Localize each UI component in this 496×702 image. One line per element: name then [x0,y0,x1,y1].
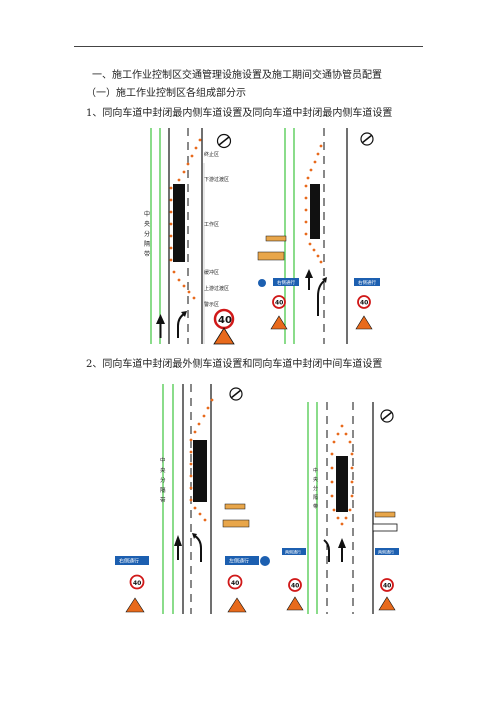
worker-warning-sign-4 [125,597,145,613]
end-restriction-sign-4 [380,409,394,423]
fig1-median-label-left: 中央分隔带 [144,210,150,258]
speed-limit-sign-3: 40 [357,295,371,309]
work-zone-block-2 [310,184,320,239]
chevron-board-1 [257,251,285,261]
worker-warning-sign-1 [213,327,235,345]
speed-limit-sign-5: 40 [227,574,243,590]
svg-text:两侧通行: 两侧通行 [378,549,394,555]
lane-arrows-1 [156,311,187,338]
zone-label-5: 上游过渡区 [204,285,229,292]
svg-text:40: 40 [383,583,391,590]
guide-sign-4: 左侧通行 [225,556,259,565]
zone-label-1: 终止区 [204,151,219,158]
speed-limit-sign-6: 40 [288,578,302,592]
end-restriction-sign-1 [216,133,232,149]
cone-line-1 [169,138,202,300]
svg-text:40: 40 [291,583,299,590]
chevron-board-3 [372,523,398,532]
section-heading: 一、施工作业控制区交通管理设施设置及施工期间交通协管员配置 [92,70,382,81]
work-zone-block-1 [173,184,185,262]
svg-text:40: 40 [133,580,141,587]
lane-arrows-2 [305,269,327,316]
figure-2-diagram: 中央分隔带 右侧通行 左侧通行 40 40 中央分隔带 [115,384,399,614]
barrier-board-3 [374,511,396,518]
speed-limit-sign-2: 40 [272,295,286,309]
worker-warning-sign-5 [227,597,247,613]
worker-warning-sign-2 [270,315,288,330]
svg-text:右侧通行: 右侧通行 [358,279,376,286]
cone-line-3 [189,398,214,522]
guide-sign-5: 两侧通行 [282,548,306,555]
end-restriction-sign-2 [360,132,374,146]
worker-warning-sign-7 [378,596,396,611]
svg-text:40: 40 [275,300,283,307]
svg-text:40: 40 [360,300,368,307]
worker-warning-sign-3 [355,315,373,330]
work-zone-block-3 [193,440,207,502]
item-1-heading: 1、同向车道中封闭最内侧车道设置及同向车道中封闭最内侧车道设置 [86,108,393,119]
speed-limit-sign-1: 40 [213,308,235,330]
cone-line-2 [304,144,323,264]
guide-sign-2: 右侧通行 [354,278,380,286]
guide-sign-3: 右侧通行 [115,556,149,565]
subsection-heading: （一）施工作业控制区各组成部分示 [86,88,246,99]
fig2-median-label-right: 中央分隔带 [313,467,318,510]
fig2-median-label-left: 中央分隔带 [160,456,166,504]
cone-line-4 [330,424,354,526]
svg-text:左侧通行: 左侧通行 [229,558,249,565]
guide-sign-1: 右侧通行 [273,278,299,286]
lane-arrows-4 [323,538,346,562]
svg-text:40: 40 [218,315,232,326]
work-zone-block-4 [336,456,348,512]
svg-text:右侧通行: 右侧通行 [119,558,139,565]
lane-arrows-3 [174,533,202,562]
zone-label-4: 缓冲区 [204,269,219,276]
figure-1-diagram: 中央分隔带 终止区 下游过渡区 工作区 缓冲区 上游过渡区 警示区 40 中央分… [144,128,380,345]
zone-label-2: 下游过渡区 [204,176,229,183]
speed-limit-sign-7: 40 [380,578,394,592]
svg-text:两侧通行: 两侧通行 [285,549,301,555]
svg-text:右侧通行: 右侧通行 [277,279,295,286]
end-restriction-sign-3 [229,387,243,401]
guide-sign-6: 两侧通行 [375,548,399,555]
zone-label-3: 工作区 [204,221,219,228]
direction-sign-icon-2 [260,556,270,566]
barrier-board-2 [224,503,246,510]
item-2-heading: 2、同向车道中封闭最外侧车道设置和同向车道中封闭中间车道设置 [86,359,383,370]
header-rule [74,46,423,47]
barrier-board-1 [265,235,287,242]
svg-text:40: 40 [231,580,239,587]
direction-sign-icon [258,279,266,287]
chevron-board-2 [222,519,250,528]
speed-limit-sign-4: 40 [129,574,145,590]
zone-label-6: 警示区 [204,301,219,308]
worker-warning-sign-6 [286,596,304,611]
